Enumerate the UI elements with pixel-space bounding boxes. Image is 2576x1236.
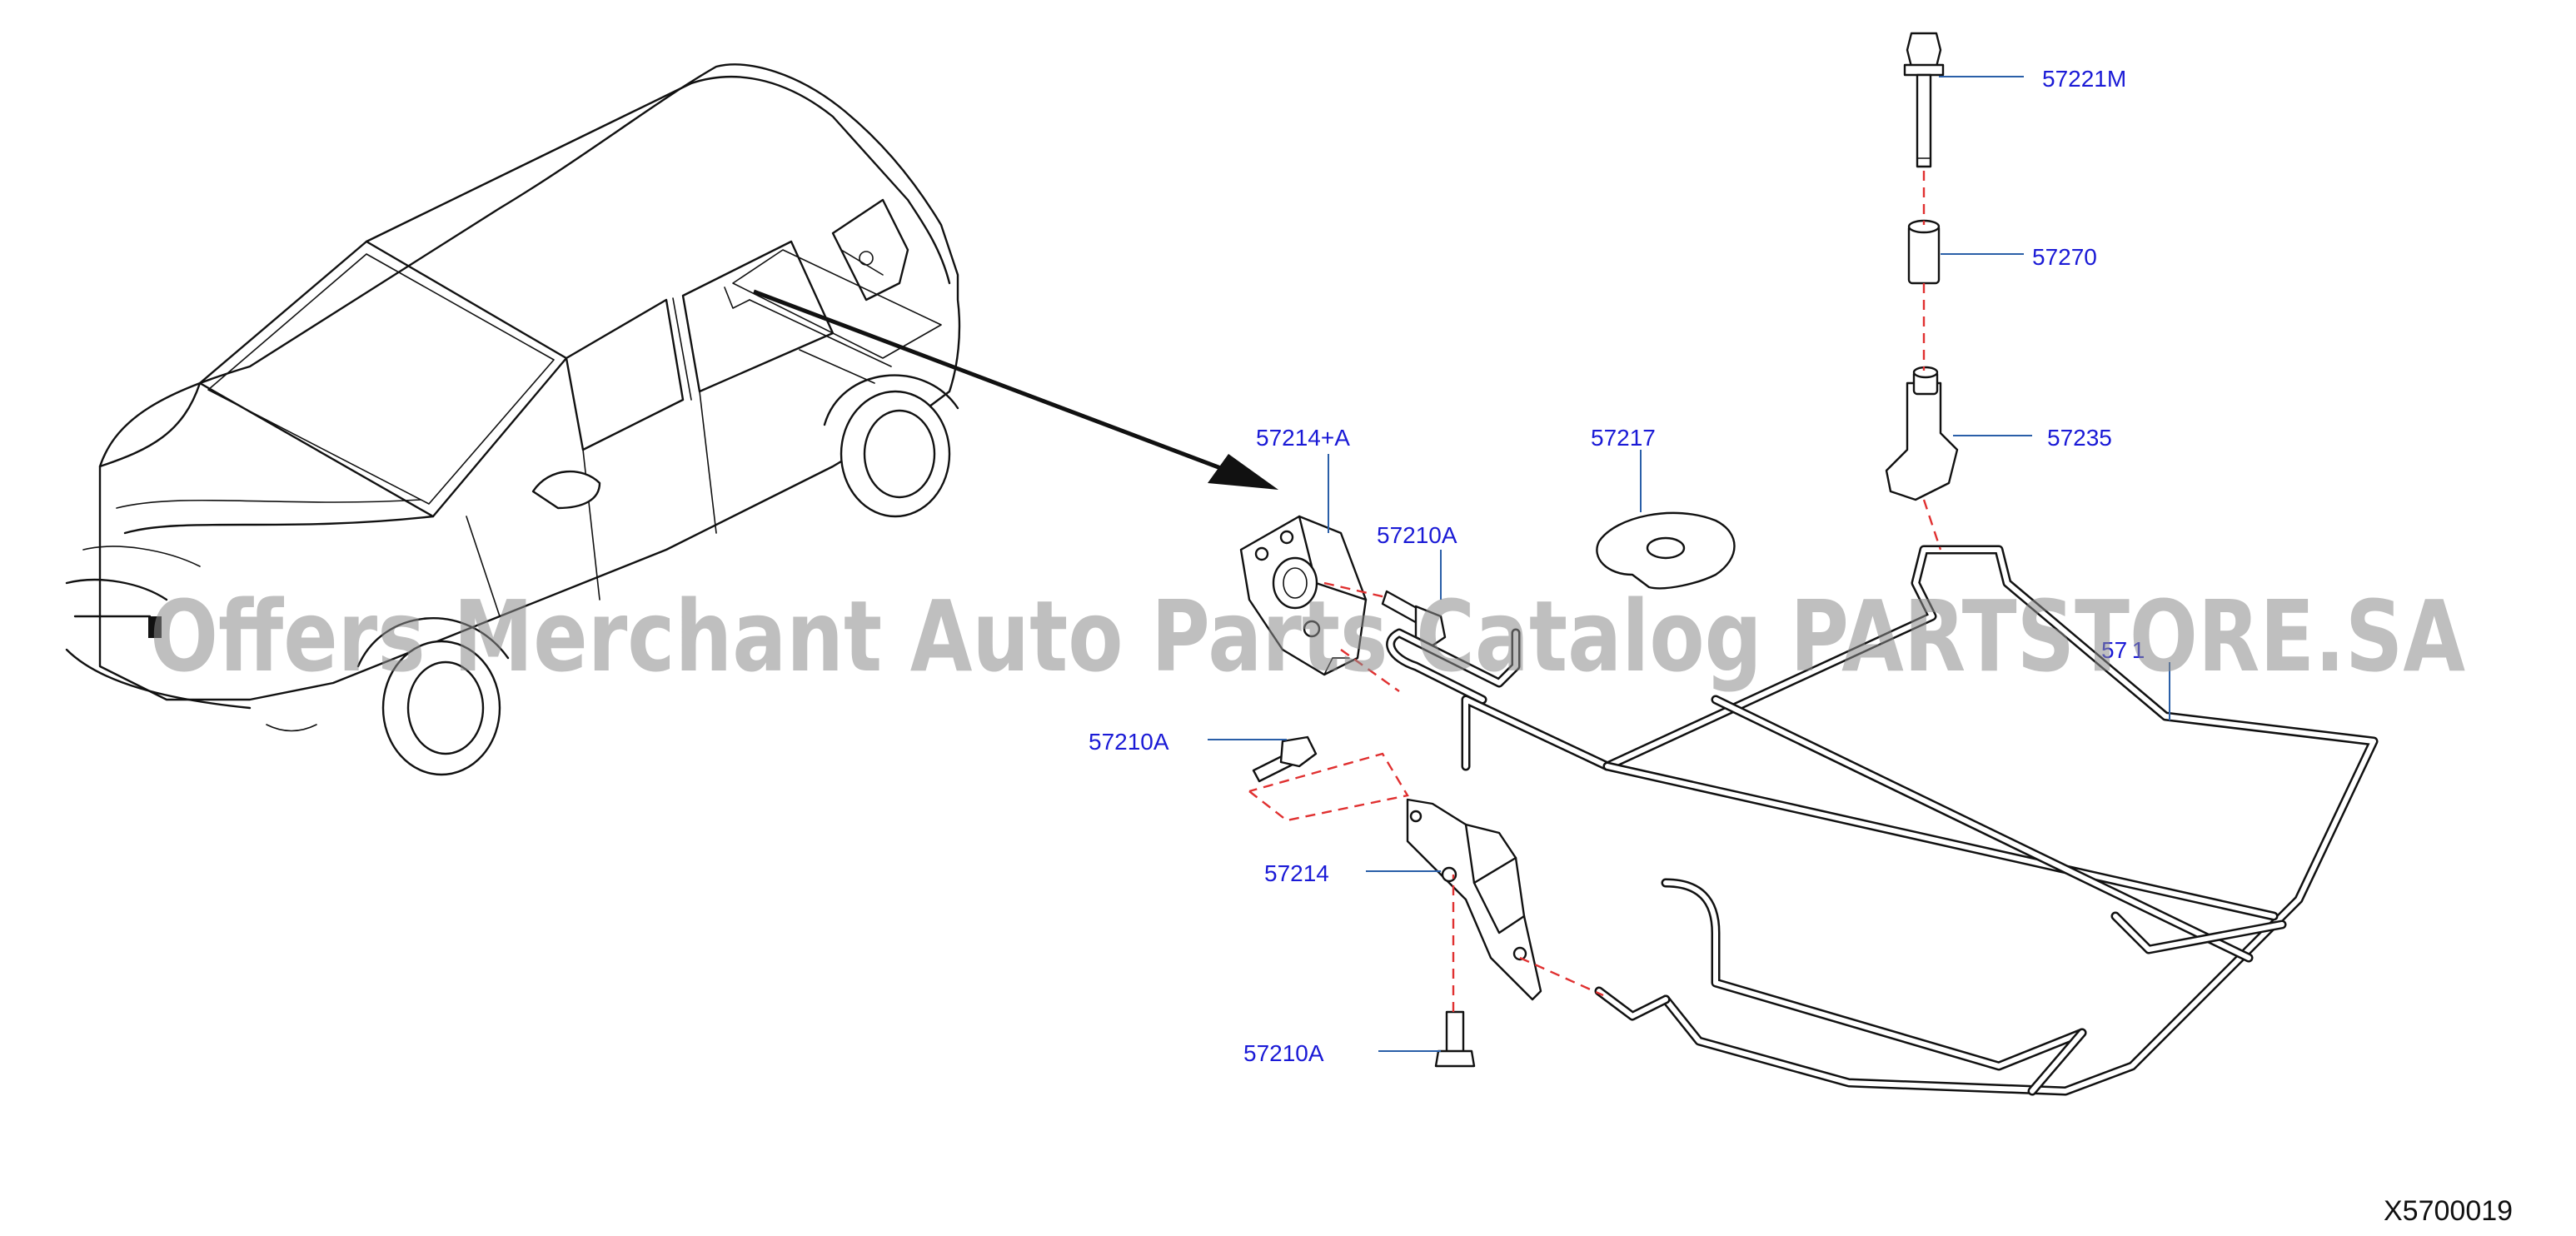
assembly-lines bbox=[1248, 171, 1942, 1012]
leader-lines bbox=[1208, 76, 2170, 1052]
part-labels: 57221M 57270 57235 57217 57214+A 57210A … bbox=[1089, 66, 2151, 1066]
bracket-57235 bbox=[1885, 366, 1959, 501]
washer-57217 bbox=[1596, 511, 1736, 590]
label-57210: 57 1 bbox=[2101, 637, 2151, 663]
bolt-57210a-lower bbox=[1434, 1010, 1476, 1068]
label-57210a-upper: 57210A bbox=[1377, 522, 1457, 548]
watermark: Offers Merchant Auto Parts Catalog PARTS… bbox=[150, 579, 2465, 694]
bolt-57210a-upper bbox=[1381, 590, 1447, 647]
bracket-57214a bbox=[1239, 515, 1368, 676]
tire-holder-57210 bbox=[1386, 545, 2379, 1096]
label-57214a: 57214+A bbox=[1256, 425, 1350, 451]
bolt-57221m bbox=[1903, 32, 1945, 168]
diagram-code: X5700019 bbox=[2384, 1195, 2513, 1227]
label-57235: 57235 bbox=[2047, 425, 2112, 451]
bolt-57210a-left bbox=[1252, 735, 1318, 783]
callout-arrow bbox=[753, 289, 1278, 490]
label-57210a-left: 57210A bbox=[1089, 729, 1169, 755]
label-57217: 57217 bbox=[1591, 425, 1656, 451]
label-57210a-lower: 57210A bbox=[1243, 1040, 1324, 1066]
bracket-57214 bbox=[1406, 798, 1542, 1001]
collar-57270 bbox=[1907, 219, 1941, 285]
label-57270: 57270 bbox=[2032, 244, 2097, 270]
label-57214: 57214 bbox=[1264, 860, 1329, 886]
car-illustration bbox=[65, 63, 961, 776]
label-57221m: 57221M bbox=[2042, 66, 2126, 92]
